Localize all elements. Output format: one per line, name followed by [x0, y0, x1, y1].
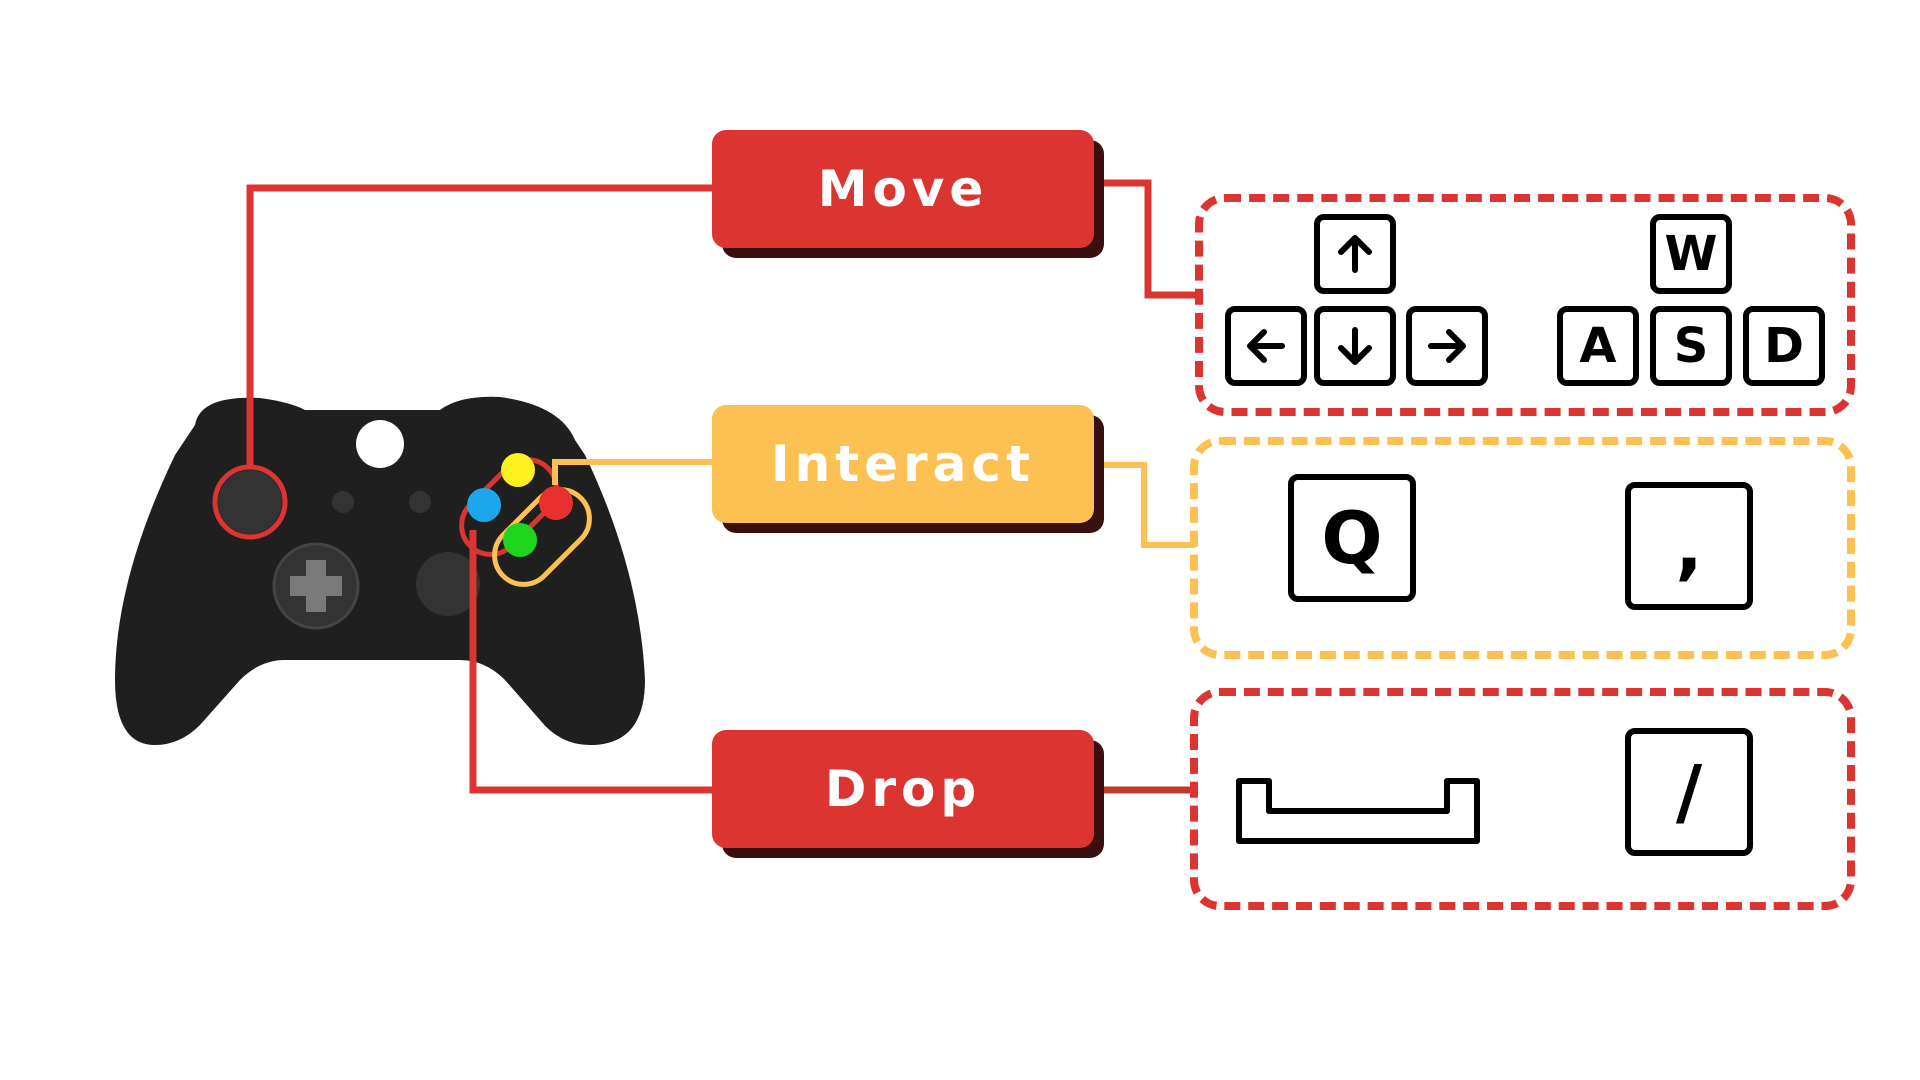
comma-key-label: , [1675, 504, 1703, 588]
interact-label: Interact [771, 435, 1035, 493]
interact-keys-group [1190, 437, 1855, 659]
arrow-down-key [1314, 306, 1396, 386]
interact-wire-right [1095, 462, 1195, 548]
interact-label-box: Interact [712, 405, 1104, 533]
w-key: W [1650, 214, 1732, 294]
d-key: D [1743, 306, 1825, 386]
left-stick-highlight [212, 464, 288, 540]
left-stick [218, 470, 282, 534]
s-key: S [1650, 306, 1732, 386]
q-key: Q [1288, 474, 1416, 602]
a-key: A [1557, 306, 1639, 386]
arrow-left-key [1225, 306, 1307, 386]
arrow-left-icon [1247, 329, 1285, 363]
d-key-label: D [1764, 318, 1804, 374]
home-button [356, 420, 404, 468]
arrow-up-icon [1338, 235, 1372, 273]
right-stick [416, 552, 480, 616]
q-key-label: Q [1321, 496, 1383, 580]
move-wire-right [1095, 179, 1200, 299]
drop-label: Drop [824, 760, 982, 818]
y-button [501, 453, 535, 487]
w-key-label: W [1664, 226, 1718, 282]
arrow-right-icon [1428, 329, 1466, 363]
move-label-box: Move [712, 130, 1104, 258]
a-key-label: A [1579, 318, 1617, 374]
comma-key: , [1625, 482, 1753, 610]
move-label: Move [817, 160, 989, 218]
slash-key-label: / [1675, 750, 1703, 834]
space-bar-icon [1236, 778, 1480, 844]
arrow-down-icon [1338, 327, 1372, 365]
move-wire-left [246, 184, 715, 465]
view-button [332, 491, 354, 513]
move-keys-group [1195, 194, 1855, 416]
b-button [539, 486, 573, 520]
drop-keys-group [1190, 688, 1855, 910]
ab-button-highlight [492, 487, 592, 587]
menu-button [409, 491, 431, 513]
s-key-label: S [1673, 318, 1709, 374]
dpad-icon [290, 560, 342, 612]
arrow-right-key [1406, 306, 1488, 386]
drop-label-box: Drop [712, 730, 1104, 858]
x-button [467, 488, 501, 522]
slash-key: / [1625, 728, 1753, 856]
interact-wire-left [552, 459, 715, 485]
drop-wire-left [469, 530, 715, 794]
arrow-up-key [1314, 214, 1396, 294]
a-button [503, 523, 537, 557]
